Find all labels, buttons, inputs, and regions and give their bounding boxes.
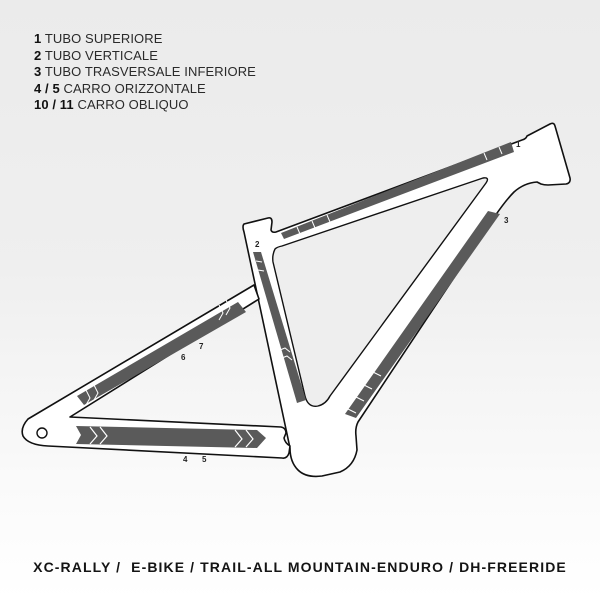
down-tube-decal (345, 211, 500, 418)
decal-legend: 1 TUBO SUPERIORE 2 TUBO VERTICALE 3 TUBO… (34, 31, 256, 114)
legend-label: TUBO SUPERIORE (44, 31, 163, 46)
chainstay-left-number: 4 (183, 455, 188, 464)
bike-categories: XC-RALLY / E-BIKE / TRAIL-ALL MOUNTAIN-E… (33, 559, 567, 575)
legend-label: TUBO TRASVERSALE INFERIORE (44, 64, 256, 79)
legend-number: 4 / 5 (34, 80, 60, 96)
legend-number: 1 (34, 31, 42, 46)
legend-label: CARRO ORIZZONTALE (63, 80, 206, 96)
down-tube-number: 3 (504, 216, 509, 225)
legend-number: 10 / 11 (34, 97, 74, 112)
legend-label: TUBO VERTICALE (44, 47, 158, 63)
legend-label: CARRO OBLIQUO (77, 97, 189, 112)
seat-tube-decal (253, 252, 306, 403)
seatstay-decal (77, 299, 246, 406)
legend-item-chainstay: 4 / 5 CARRO ORIZZONTALE (34, 81, 256, 98)
legend-item-down-tube: 3 TUBO TRASVERSALE INFERIORE (34, 64, 256, 81)
seat-tube-number: 2 (255, 240, 260, 249)
seatstay-right-number: 7 (199, 342, 204, 351)
dropout-axle-hole (36, 427, 48, 439)
chainstay-right-number: 5 (202, 455, 207, 464)
front-triangle-opening (272, 177, 489, 407)
legend-item-top-tube: 1 TUBO SUPERIORE (34, 31, 256, 48)
legend-item-seat-tube: 2 TUBO VERTICALE (34, 48, 256, 65)
legend-number: 3 (34, 64, 42, 79)
legend-item-seatstay: 10 / 11 CARRO OBLIQUO (34, 97, 256, 114)
top-tube-decal (281, 142, 514, 239)
legend-number: 2 (34, 47, 42, 63)
top-tube-number: 1 (516, 140, 521, 149)
seatstay-left-number: 6 (181, 353, 186, 362)
chainstay-decal (76, 426, 266, 448)
